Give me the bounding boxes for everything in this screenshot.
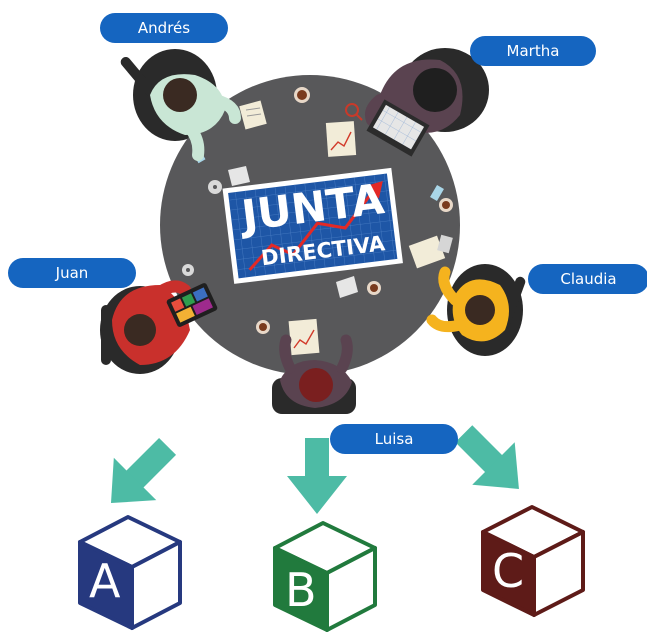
trend-arrowhead-icon [365,181,383,199]
calculator-icon [437,234,453,254]
arrows [110,425,519,514]
name-pill-luisa: Luisa [330,424,458,454]
trend-line-icon [248,189,376,271]
cube-a-letter: A [89,554,121,608]
name-pill-juan: Juan [8,258,136,288]
laptop-icon [366,99,430,157]
coffee-cup-icon [294,87,310,103]
coffee-cup-icon [439,198,453,212]
name-pill-claudia: Claudia [528,264,647,294]
document-icon [288,318,320,356]
document-icon [408,235,446,269]
document-icon [239,100,267,130]
name-pill-andres: Andrés [100,13,228,43]
person-juan-figure [112,280,218,365]
arrow-to-a-icon [110,437,177,504]
magnifier-icon [345,103,363,121]
document-icon [325,121,357,157]
person-andres-figure [150,74,241,161]
person-claudia-figure [426,266,509,342]
coffee-cup-icon [367,281,381,295]
arrow-to-b-icon [287,438,347,514]
table-items [182,87,453,356]
cube-a: A [78,515,182,630]
junta-directiva-banner: JUNTA DIRECTIVA [222,167,403,284]
name-card-icon [336,276,358,298]
person-luisa-figure [279,334,353,408]
coffee-cup-icon [256,320,270,334]
cube-c-letter: C [492,544,524,598]
cube-c: C [481,505,585,617]
name-card-icon [228,166,250,186]
person-martha-figure [365,59,463,157]
phone-icon [430,184,444,202]
cd-icon [208,180,222,194]
cube-b: B [273,521,377,632]
cd-icon [182,264,194,276]
arrow-to-c-icon [455,425,519,489]
name-pill-martha: Martha [470,36,596,66]
tablet-icon [166,283,218,327]
cube-b-letter: B [285,563,317,617]
